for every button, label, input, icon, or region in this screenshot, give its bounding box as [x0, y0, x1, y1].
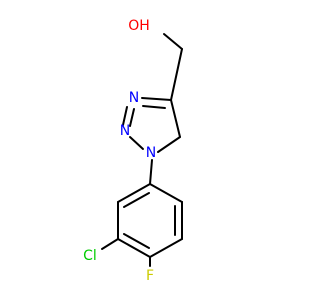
bond-c4-n3-second — [142, 105, 166, 109]
bond-n2-n1 — [129, 136, 144, 150]
bonds — [101, 33, 183, 267]
bond-c3p-c4p-second — [123, 233, 150, 249]
atom-oh: OH — [128, 18, 150, 34]
bond-c3p-c4p — [117, 238, 151, 258]
molecule-drawing: OH N N N Cl F — [83, 18, 183, 284]
bond-n1-c5 — [157, 136, 181, 153]
bond-c3p-cl — [101, 238, 119, 250]
atom-labels: OH N N N Cl F — [83, 18, 156, 284]
atom-n2: N — [120, 123, 130, 139]
bond-ch2-c4 — [170, 48, 183, 101]
atom-f: F — [146, 268, 154, 284]
bond-c1p-c2p — [117, 183, 151, 203]
bond-c6p-c1p — [149, 183, 183, 203]
bond-ch2-oh — [163, 33, 183, 50]
bond-n3-n2-second — [129, 108, 135, 127]
bond-c1p-c2p-second — [123, 192, 150, 208]
bond-c4-c5 — [170, 99, 181, 138]
bond-c4-n3 — [141, 97, 172, 101]
bond-n1-c1p — [149, 159, 153, 185]
bond-n3-n2 — [122, 106, 128, 126]
atom-n1: N — [146, 145, 156, 161]
atom-cl: Cl — [83, 248, 97, 264]
atom-n3: N — [129, 90, 139, 106]
bond-c4p-c5p — [149, 238, 183, 258]
structure-canvas: OH N N N Cl F — [83, 18, 183, 284]
